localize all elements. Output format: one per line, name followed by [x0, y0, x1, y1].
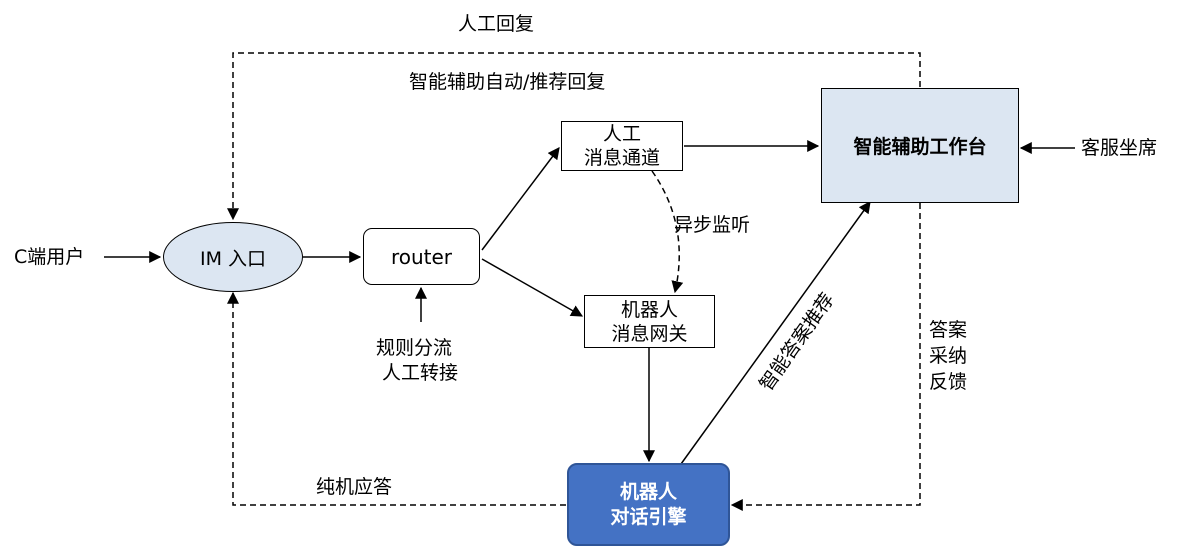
feedback-line2: 采纳: [929, 345, 968, 367]
router-label: router: [390, 244, 453, 269]
robot-answer-label: 纯机应答: [316, 476, 393, 498]
async-listen-label: 异步监听: [674, 214, 751, 236]
robot-engine-line2: 对话引擎: [610, 505, 687, 528]
feedback-line3: 反馈: [929, 371, 968, 393]
agent-seat-label: 客服坐席: [1081, 137, 1158, 159]
arrow-feedback: [730, 203, 921, 511]
router-node: router: [363, 228, 480, 285]
routing-rules-line2: 人工转接: [382, 362, 459, 384]
im-entry-node: IM 入口: [163, 222, 303, 292]
c-user-label: C端用户: [14, 246, 85, 268]
robot-gateway-line1: 机器人: [620, 298, 678, 321]
arrow-engine-to-workbench: [680, 201, 871, 465]
arrow-router-to-robot-gateway: [481, 258, 584, 317]
robot-engine-line1: 机器人: [619, 480, 677, 503]
arrow-robot-answer: [227, 291, 566, 506]
workbench-label: 智能辅助工作台: [853, 136, 987, 158]
im-entry-label: IM 入口: [199, 247, 267, 270]
human-channel-node: 人工 消息通道: [561, 121, 683, 171]
robot-gateway-line2: 消息网关: [611, 322, 688, 345]
workbench-node: 智能辅助工作台: [821, 88, 1019, 203]
human-channel-line1: 人工: [602, 123, 641, 145]
human-reply-label: 人工回复: [458, 13, 535, 35]
routing-rules-line1: 规则分流: [376, 337, 453, 359]
robot-gateway-node: 机器人 消息网关: [584, 295, 715, 348]
human-channel-line2: 消息通道: [583, 147, 660, 169]
assist-reply-label: 智能辅助自动/推荐回复: [409, 71, 606, 93]
arrow-async-listen: [651, 170, 684, 294]
robot-engine-node: 机器人 对话引擎: [567, 463, 730, 546]
feedback-line1: 答案: [929, 319, 968, 341]
arrow-router-to-human-channel: [481, 147, 560, 251]
arrow-human-reply: [227, 52, 921, 221]
